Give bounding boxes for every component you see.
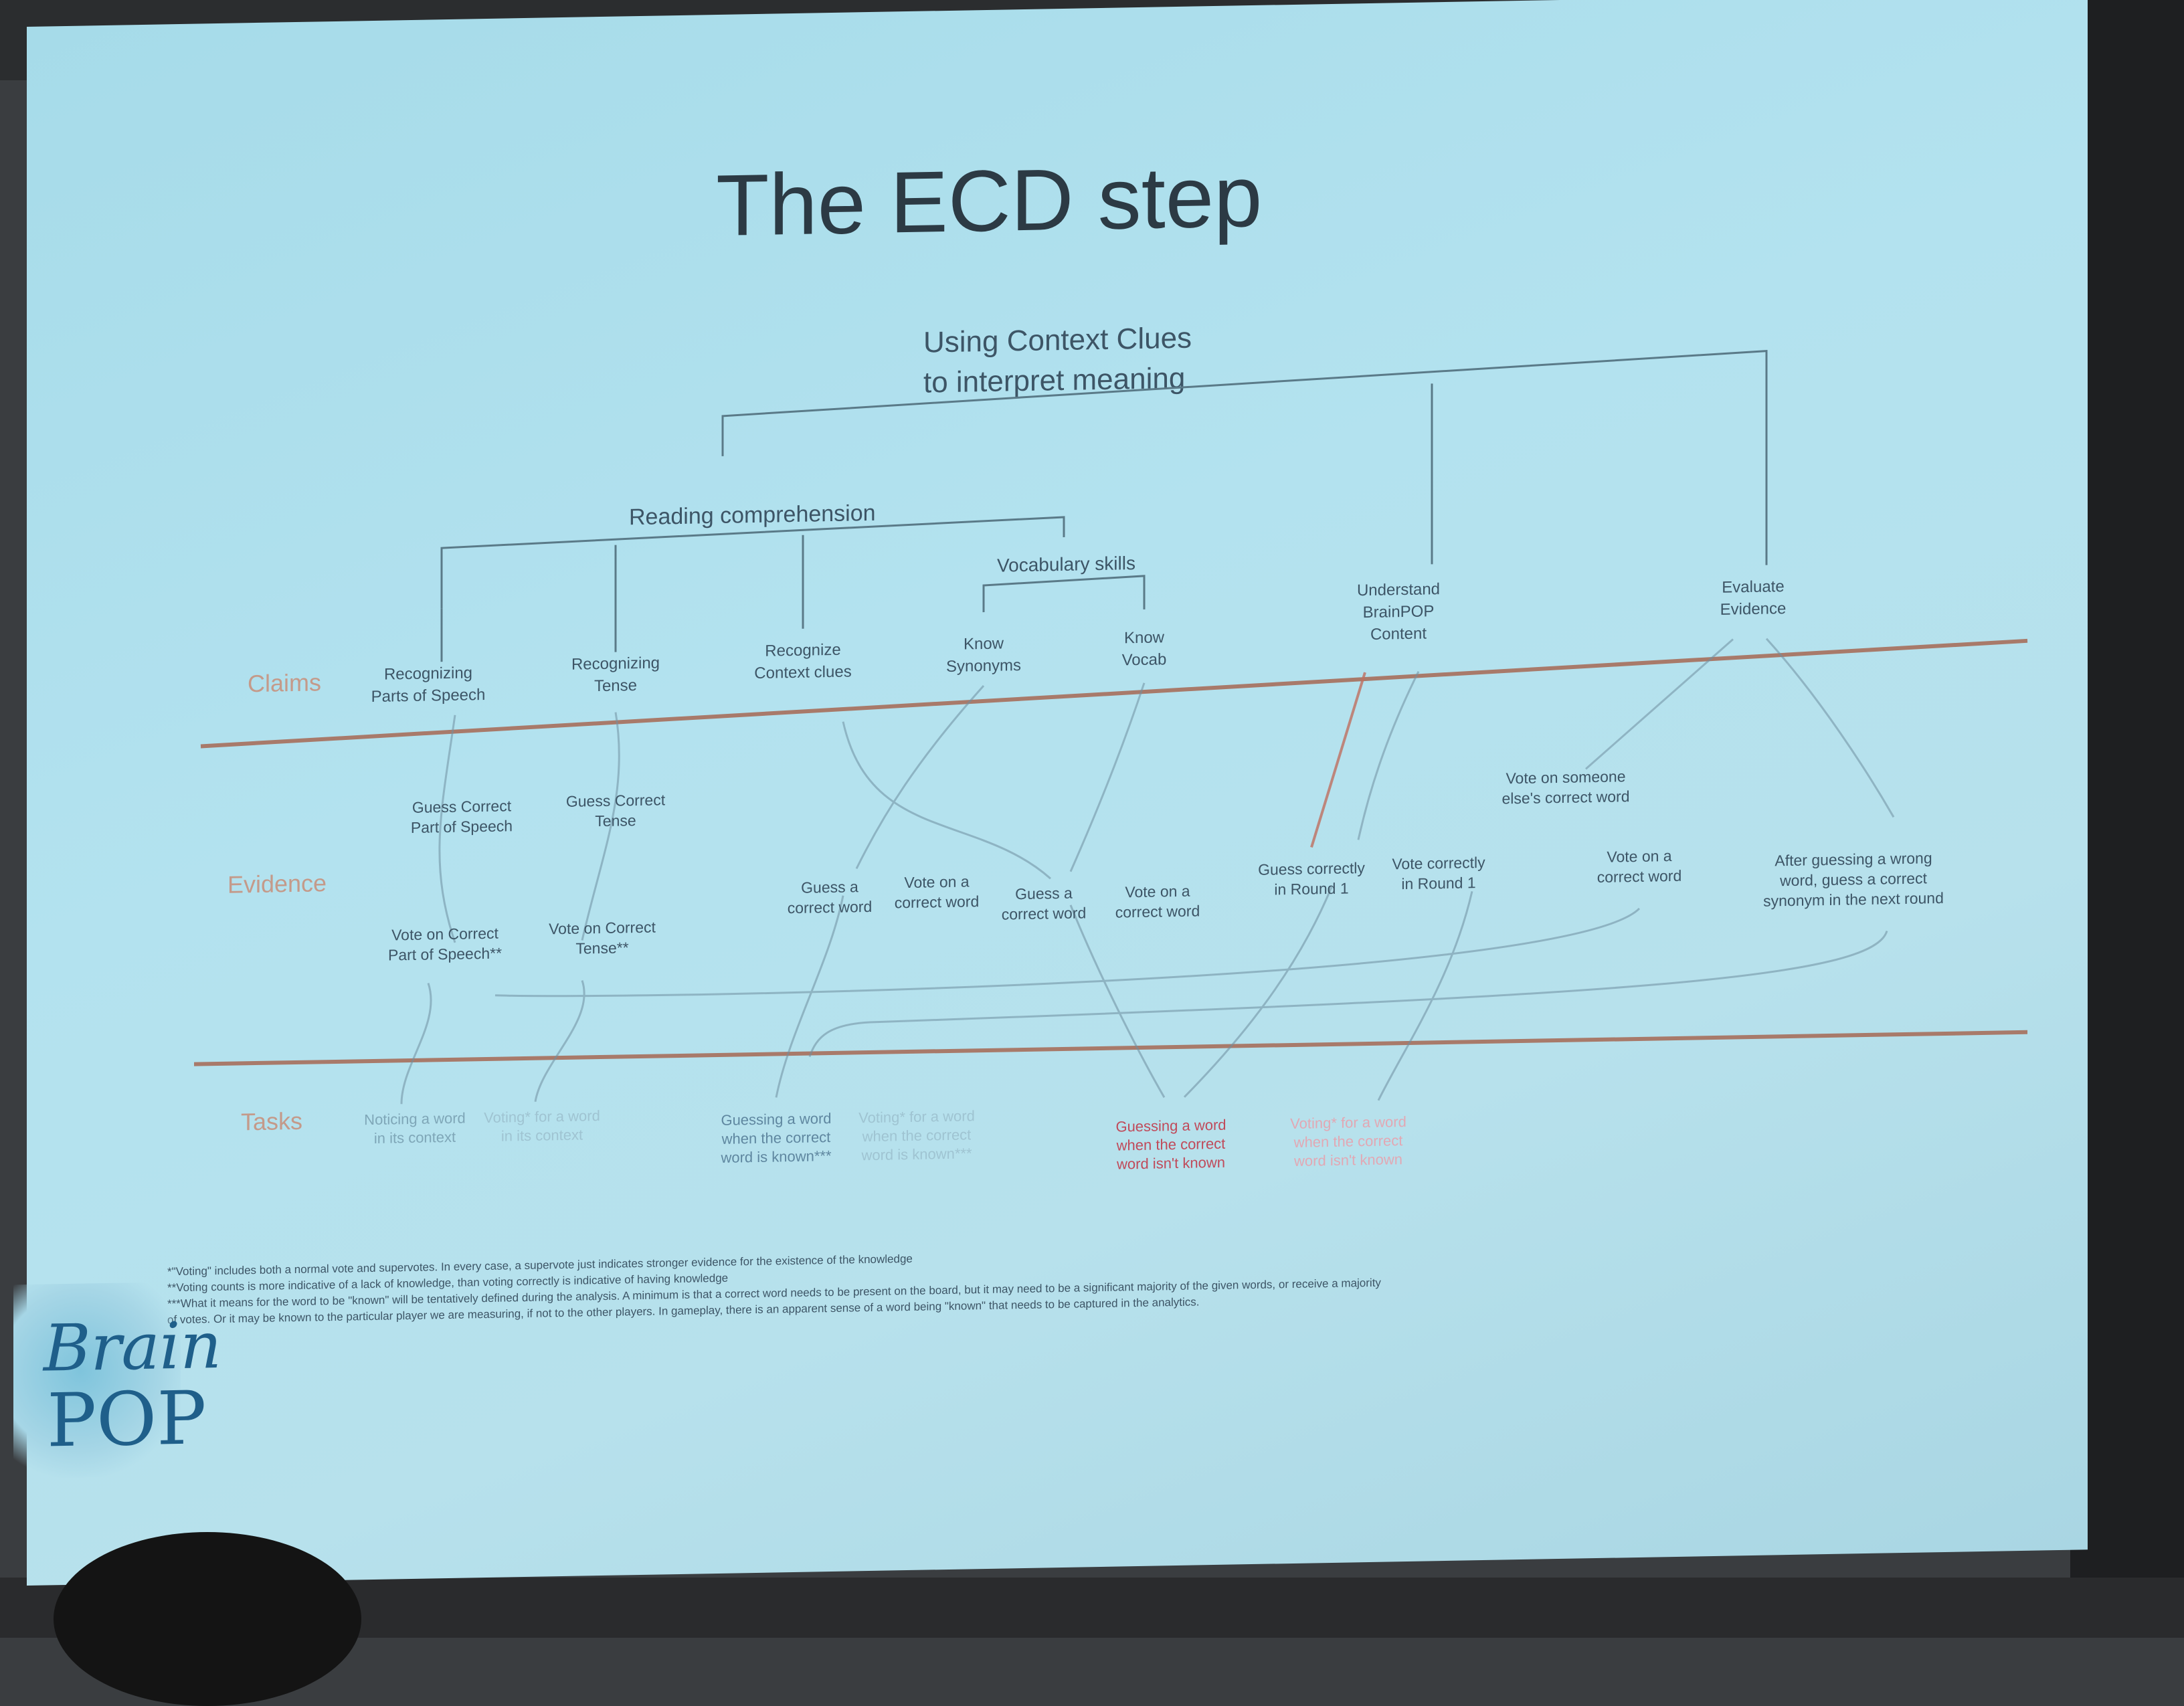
- evidence-node: After guessing a wrong: [1774, 849, 1932, 869]
- evidence-node: in Round 1: [1401, 874, 1475, 892]
- evidence-node: Vote correctly: [1392, 854, 1485, 872]
- task-node: word isn't known: [1116, 1154, 1225, 1173]
- row-label-evidence: Evidence: [227, 869, 327, 898]
- root-node-line1: Using Context Clues: [923, 322, 1192, 359]
- task-node: word isn't known: [1293, 1151, 1402, 1169]
- task-node: word is known***: [860, 1145, 972, 1163]
- task-node: when the correct: [1293, 1132, 1403, 1151]
- evidence-node: Part of Speech**: [388, 945, 502, 964]
- evidence-node: Vote on Correct: [549, 919, 656, 938]
- evidence-row: Guess Correct Part of Speech Guess Corre…: [388, 767, 1944, 964]
- claim-node: Context clues: [754, 662, 851, 682]
- wall-right: [2070, 0, 2184, 1638]
- floor-edge: [0, 1578, 2184, 1638]
- claim-node: Synonyms: [946, 656, 1021, 676]
- task-node: Voting* for a word: [1290, 1113, 1406, 1132]
- evidence-node: correct word: [1002, 904, 1087, 923]
- evidence-node: Vote on someone: [1506, 767, 1625, 787]
- highlight-connector: [1310, 672, 1366, 848]
- evidence-node: Tense**: [575, 939, 628, 957]
- evidence-node: correct word: [1115, 902, 1200, 921]
- claim-node: Evidence: [1720, 599, 1787, 619]
- evidence-node: in Round 1: [1274, 880, 1348, 898]
- task-node: in its context: [374, 1129, 456, 1147]
- task-node: Voting* for a word: [858, 1107, 975, 1126]
- evidence-node: word, guess a correct: [1779, 869, 1927, 889]
- task-node: Noticing a word: [364, 1110, 466, 1129]
- evidence-node: Part of Speech: [411, 817, 513, 836]
- evidence-node: Guess a: [1015, 884, 1073, 903]
- evidence-node: Tense: [595, 812, 636, 830]
- evidence-node: Guess Correct: [412, 797, 512, 816]
- footnote: *"Voting" includes both a normal vote an…: [167, 1252, 913, 1278]
- claims-divider: [200, 638, 2028, 749]
- vocabulary-skills-node: Vocabulary skills: [997, 553, 1135, 576]
- task-node: in its context: [501, 1126, 583, 1144]
- footnotes: *"Voting" includes both a normal vote an…: [167, 1252, 1381, 1326]
- claim-node: Vocab: [1122, 650, 1167, 669]
- task-node: when the correct: [862, 1126, 972, 1145]
- evidence-node: synonym in the next round: [1763, 889, 1944, 910]
- row-label-claims: Claims: [248, 668, 321, 697]
- audience-head-silhouette: [54, 1532, 361, 1706]
- evidence-node: Vote on a: [1607, 847, 1671, 866]
- evidence-node: correct word: [895, 892, 980, 911]
- claim-node: Know: [964, 635, 1004, 654]
- evidence-node: Vote on a: [904, 872, 969, 891]
- claim-node: Know: [1124, 628, 1165, 647]
- task-node: word is known***: [720, 1147, 832, 1166]
- task-node: when the correct: [1116, 1135, 1226, 1154]
- task-node: Voting* for a word: [484, 1107, 600, 1126]
- logo-text-brain: Brain: [43, 1307, 222, 1386]
- claim-node: Evaluate: [1722, 577, 1784, 597]
- claim-node: Recognizing: [571, 654, 660, 673]
- projected-slide: The ECD step Using Context Clues to inte…: [13, 0, 2088, 1586]
- claim-node: BrainPOP: [1363, 602, 1435, 622]
- claims-row: Recognizing Parts of Speech Recognizing …: [371, 577, 1787, 706]
- evidence-node: Vote on Correct: [391, 925, 498, 944]
- tasks-row: Noticing a word in its context Voting* f…: [364, 1107, 1406, 1173]
- brainpop-logo: Brain POP: [13, 1281, 221, 1479]
- evidence-divider: [194, 1030, 2027, 1066]
- evidence-node: Guess correctly: [1258, 859, 1365, 878]
- evidence-node: else's correct word: [1502, 787, 1629, 807]
- claim-node: Content: [1370, 624, 1427, 643]
- evidence-node: Guess a: [801, 878, 858, 896]
- evidence-node: correct word: [788, 898, 873, 917]
- evidence-node: Vote on a: [1125, 882, 1190, 901]
- connector-lines: [400, 638, 1895, 1105]
- claim-node: Parts of Speech: [371, 686, 486, 706]
- tree-lines: [440, 350, 1768, 662]
- task-node: Guessing a word: [1115, 1117, 1226, 1135]
- evidence-node: Guess Correct: [566, 791, 666, 810]
- claim-node: Recognize: [765, 641, 840, 660]
- task-node: Guessing a word: [721, 1110, 831, 1129]
- root-node-line2: to interpret meaning: [923, 362, 1185, 399]
- slide-title: The ECD step: [716, 147, 1262, 254]
- ecd-diagram: The ECD step Using Context Clues to inte…: [167, 147, 2028, 1326]
- claim-node: Recognizing: [384, 664, 472, 683]
- reading-comprehension-node: Reading comprehension: [629, 500, 876, 530]
- evidence-node: correct word: [1597, 867, 1682, 886]
- logo-text-pop: POP: [47, 1375, 207, 1464]
- row-label-tasks: Tasks: [241, 1107, 302, 1136]
- task-node: when the correct: [721, 1129, 831, 1147]
- claim-node: Tense: [594, 676, 637, 695]
- claim-node: Understand: [1357, 580, 1440, 599]
